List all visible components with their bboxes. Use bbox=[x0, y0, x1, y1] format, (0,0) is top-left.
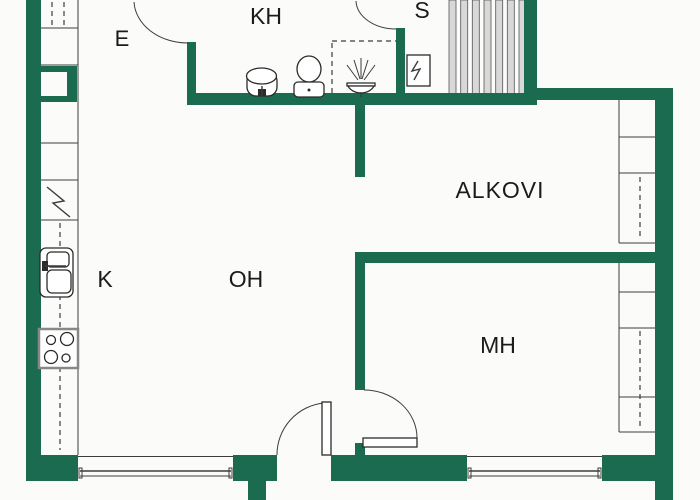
washbasin-icon bbox=[245, 67, 278, 97]
sauna-door-arc bbox=[355, 0, 397, 30]
right-outer-wall bbox=[655, 88, 673, 500]
lightning-icon bbox=[46, 186, 71, 218]
wardrobe-bedroom bbox=[618, 263, 655, 433]
bedroom-door-arc bbox=[363, 389, 418, 439]
oh-alkovi-wall-stub bbox=[355, 105, 365, 177]
flue-box bbox=[41, 66, 77, 102]
hall-kh-wall-stub bbox=[187, 42, 196, 95]
room-label-kh: KH bbox=[250, 3, 282, 29]
window-living-room bbox=[78, 455, 233, 481]
room-label-s: S bbox=[414, 0, 429, 23]
room-label-mh: MH bbox=[480, 332, 516, 358]
shower-partition bbox=[331, 40, 396, 93]
electrical-panel-icon bbox=[406, 54, 431, 87]
room-label-oh: OH bbox=[229, 266, 264, 292]
mh-door-wall-stub bbox=[355, 443, 365, 457]
top-wall-left bbox=[187, 93, 537, 105]
balcony-wall-stub bbox=[248, 481, 266, 500]
bottom-wall-mid bbox=[233, 455, 277, 481]
wardrobe-alkovi bbox=[618, 100, 655, 244]
window-bedroom bbox=[467, 455, 602, 481]
room-label-k: K bbox=[97, 266, 113, 292]
walls bbox=[26, 0, 673, 500]
kh-sauna-wall-stub bbox=[396, 28, 405, 95]
sauna-door bbox=[355, 0, 397, 30]
sauna-side-wall bbox=[524, 0, 537, 105]
top-wall-right bbox=[537, 88, 655, 100]
entry-door-arc bbox=[133, 1, 189, 44]
room-label-e: E bbox=[115, 26, 130, 51]
bedroom-door-leaf bbox=[362, 437, 418, 448]
shower-icon bbox=[346, 58, 376, 97]
balcony-door-leaf bbox=[321, 401, 332, 456]
left-outer-wall bbox=[26, 0, 41, 481]
entry-door bbox=[133, 1, 189, 44]
bottom-wall-oh-mh bbox=[331, 455, 467, 481]
alkovi-mh-wall bbox=[355, 252, 655, 263]
room-label-alkovi: ALKOVI bbox=[455, 177, 544, 203]
kitchen-sink-icon bbox=[39, 247, 74, 298]
bottom-wall-kitchen bbox=[26, 455, 78, 481]
sauna-benches bbox=[448, 0, 527, 98]
balcony-door bbox=[276, 401, 332, 456]
bedroom-door bbox=[362, 389, 418, 448]
toilet-icon bbox=[293, 55, 325, 98]
balcony-door-arc bbox=[276, 402, 325, 456]
oh-mh-wall bbox=[355, 263, 365, 390]
stove-icon bbox=[37, 327, 80, 370]
